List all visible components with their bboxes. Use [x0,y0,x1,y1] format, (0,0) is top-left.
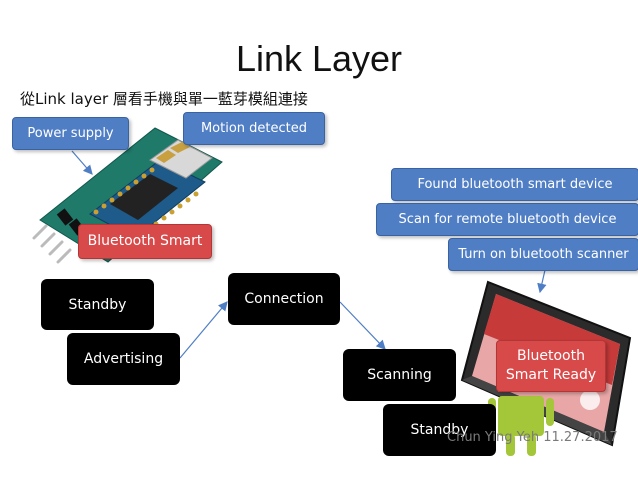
arrow-power-to-module [71,150,93,175]
turn-on-scanner-label: Turn on bluetooth scanner [448,238,638,271]
arrow-scanner-to-phone [537,269,547,294]
motion-detected-label: Motion detected [183,112,325,145]
page-subtitle: 從Link layer 層看手機與單一藍芽模組連接 [20,90,308,108]
author-footer: Chun Ying Yeh 11.27.2017 [447,430,618,445]
bluetooth-smart-ready-label: Bluetooth Smart Ready [496,340,606,392]
state-standby-left: Standby [41,279,154,330]
found-device-label: Found bluetooth smart device [391,168,638,201]
arrow-advertising-to-connection [179,301,228,359]
bluetooth-smart-label: Bluetooth Smart [78,224,212,259]
state-connection: Connection [228,273,340,325]
state-standby-right: Standby [383,404,496,456]
state-advertising: Advertising [67,333,180,385]
bluetooth-smart-ready-line2: Smart Ready [505,367,597,383]
power-supply-label: Power supply [12,117,129,150]
bluetooth-smart-ready-line1: Bluetooth [517,348,585,365]
state-scanning: Scanning [343,349,456,401]
scan-remote-label: Scan for remote bluetooth device [376,203,638,236]
arrow-connection-to-scanning [339,301,386,350]
page-title: Link Layer [235,38,403,79]
